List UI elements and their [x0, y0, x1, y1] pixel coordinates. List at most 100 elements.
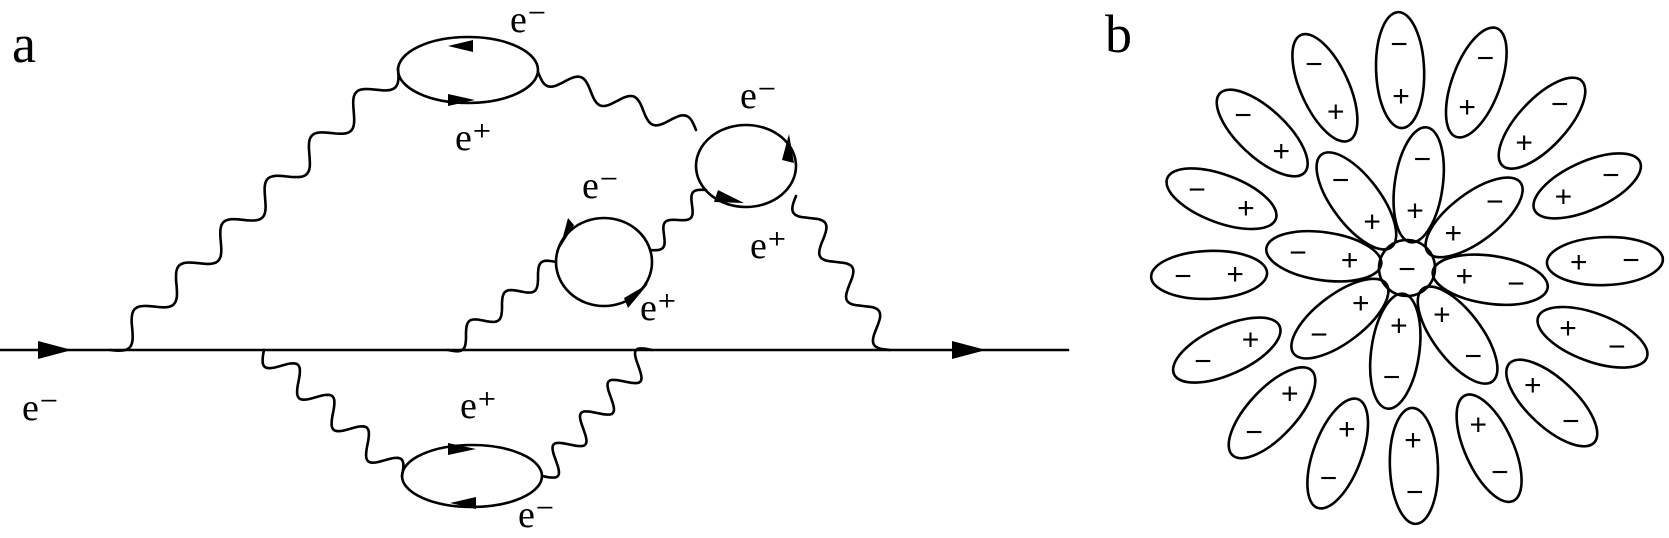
dipole-ellipse [1431, 253, 1550, 307]
inner-dipole: +− [1290, 277, 1390, 360]
positive-sign: + [1363, 206, 1381, 239]
outer-dipole: +− [1388, 406, 1440, 526]
dipole-ellipse [1306, 397, 1370, 510]
loop-1-bottom-label: e⁺ [455, 117, 492, 159]
negative-sign: − [1305, 48, 1323, 81]
dipole-layer: +−+−+−+−+−+−+−+−+−+−+−+−+−+−+−+−+−+−+−+−… [1149, 10, 1665, 526]
negative-sign: − [1491, 456, 1509, 489]
dipole-ellipse [1444, 26, 1508, 139]
outer-dipole: +− [1291, 32, 1359, 143]
photon-line [261, 348, 405, 478]
positive-sign: + [1392, 80, 1410, 113]
positive-sign: + [1555, 181, 1573, 214]
loop-3-bottom-label: e⁺ [640, 287, 677, 329]
dipole-ellipse [1149, 249, 1269, 301]
negative-sign: − [1234, 99, 1252, 132]
outer-dipole: +− [1374, 10, 1426, 130]
positive-sign: + [1338, 413, 1356, 446]
loop-1-top-label: e⁻ [510, 0, 547, 41]
inner-dipole: +− [1431, 253, 1550, 307]
negative-sign: − [1332, 164, 1350, 197]
positive-sign: + [1226, 258, 1244, 291]
photon-line [446, 259, 558, 353]
positive-sign: + [1559, 312, 1577, 345]
dipole-ellipse [1536, 305, 1649, 369]
dipole-ellipse [1545, 235, 1665, 287]
positive-sign: + [1327, 96, 1345, 129]
dipole-ellipse [1424, 176, 1524, 259]
positive-sign: + [1458, 91, 1476, 124]
dipole-ellipse [1455, 393, 1523, 504]
negative-sign: − [1188, 174, 1206, 207]
outer-dipole: +− [1171, 316, 1282, 384]
outer-dipole: +− [1455, 393, 1523, 504]
dipole-ellipse [1171, 316, 1282, 384]
loop-2-top-label: e⁻ [740, 75, 777, 117]
dipole-ellipse [1505, 358, 1599, 448]
loop-3-top-label: e⁻ [582, 165, 619, 207]
dipole-ellipse [1165, 167, 1278, 231]
pair-loop-3: e⁻ e⁺ [554, 165, 677, 329]
positive-sign: + [1404, 424, 1422, 457]
positive-sign: + [1242, 323, 1260, 356]
negative-sign: − [1608, 330, 1626, 363]
electron-line-arrow-in [38, 341, 72, 359]
outer-dipole: +− [1165, 167, 1278, 231]
pair-loop-1: e⁻ e⁺ [396, 0, 547, 159]
panel-b-label: b [1105, 4, 1132, 64]
outer-dipole: +− [1545, 235, 1665, 287]
negative-sign: − [1194, 345, 1212, 378]
dipole-ellipse [1290, 277, 1390, 360]
outer-dipole: +− [1306, 397, 1370, 510]
electron-line-arrow-out [952, 341, 986, 359]
positive-sign: + [1433, 298, 1451, 331]
central-charge-sign: − [1398, 253, 1416, 286]
dipole-ellipse [1374, 10, 1426, 130]
dipole-ellipse [1291, 32, 1359, 143]
negative-sign: − [1406, 476, 1424, 509]
dipole-ellipse [1392, 125, 1446, 244]
negative-sign: − [1602, 159, 1620, 192]
positive-sign: + [1570, 246, 1588, 279]
negative-sign: − [1245, 416, 1263, 449]
inner-dipole: +− [1424, 176, 1524, 259]
dipole-ellipse [1497, 76, 1587, 170]
outer-dipole: +− [1444, 26, 1508, 139]
photon-line [648, 188, 708, 252]
negative-sign: − [1289, 237, 1307, 270]
dipole-ellipse [1264, 229, 1383, 283]
dipole-ellipse [1227, 366, 1317, 460]
negative-sign: − [1507, 267, 1525, 300]
negative-sign: − [1414, 143, 1432, 176]
loop-4-bottom-label: e⁻ [518, 494, 555, 536]
negative-sign: − [1310, 318, 1328, 351]
positive-sign: + [1273, 135, 1291, 168]
positive-sign: + [1456, 260, 1474, 293]
positive-sign: + [1341, 244, 1359, 277]
negative-sign: − [1562, 405, 1580, 438]
outer-dipole: +− [1497, 76, 1587, 170]
loop-2-bottom-label: e⁺ [750, 225, 787, 267]
panel-b: b +−+−+−+−+−+−+−+−+−+−+−+−+−+−+−+−+−+−+−… [1105, 4, 1665, 526]
outer-dipole: +− [1227, 366, 1317, 460]
negative-sign: − [1320, 462, 1338, 495]
negative-sign: − [1551, 88, 1569, 121]
outer-dipole: +− [1215, 88, 1309, 178]
photon-line [540, 347, 654, 479]
positive-sign: + [1444, 217, 1462, 250]
positive-sign: + [1515, 126, 1533, 159]
outer-dipole: +− [1505, 358, 1599, 448]
inner-dipole: +− [1264, 229, 1383, 283]
positive-sign: + [1237, 192, 1255, 225]
positive-sign: + [1470, 408, 1488, 441]
positive-sign: + [1390, 309, 1408, 342]
positive-sign: + [1281, 378, 1299, 411]
dipole-ellipse [1388, 406, 1440, 526]
panel-a: a e⁻ e⁻ e⁺ e⁻ e⁺ [0, 0, 1070, 536]
outer-dipole: +− [1149, 249, 1269, 301]
pair-loop-4: e⁺ e⁻ [400, 385, 555, 536]
dipole-ellipse [1532, 152, 1643, 220]
negative-sign: − [1383, 361, 1401, 394]
pair-loop-2: e⁻ e⁺ [694, 75, 798, 267]
